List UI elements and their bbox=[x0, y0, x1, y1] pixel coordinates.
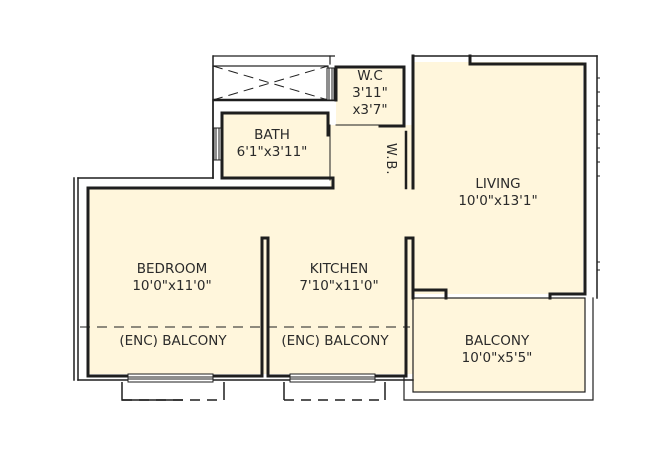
walls bbox=[73, 54, 598, 401]
balcony-dims: 10'0"x5'5" bbox=[461, 350, 533, 366]
kitchen-name: KITCHEN bbox=[309, 261, 369, 277]
windows bbox=[127, 67, 376, 383]
bedroom-name: BEDROOM bbox=[136, 261, 208, 277]
bedroom-enc-balcony-label: (ENC) BALCONY bbox=[119, 333, 227, 349]
bedroom-dims: 10'0"x11'0" bbox=[132, 278, 212, 294]
projections bbox=[80, 326, 410, 401]
wc-dims-2: x3'7" bbox=[352, 102, 388, 118]
room-label-bath: BATH 6'1"x3'11" bbox=[237, 127, 308, 161]
room-label-balcony: BALCONY 10'0"x5'5" bbox=[462, 333, 533, 367]
room-label-wc: W.C 3'11" x3'7" bbox=[352, 68, 388, 119]
right-edge-ticks bbox=[597, 77, 600, 271]
balcony-name: BALCONY bbox=[464, 333, 530, 349]
wc-name: W.C bbox=[357, 68, 383, 84]
living-dims: 10'0"x13'1" bbox=[458, 193, 538, 209]
kitchen-dims: 7'10"x11'0" bbox=[299, 278, 379, 294]
wash-basin-label: W.B. bbox=[383, 143, 398, 176]
duct-shaft bbox=[212, 55, 336, 102]
room-label-living: LIVING 10'0"x13'1" bbox=[458, 176, 537, 210]
room-label-kitchen: KITCHEN 7'10"x11'0" bbox=[299, 261, 378, 295]
room-label-bedroom: BEDROOM 10'0"x11'0" bbox=[132, 261, 211, 295]
wc-dims-1: 3'11" bbox=[352, 85, 388, 101]
kitchen-enc-balcony-label: (ENC) BALCONY bbox=[281, 333, 389, 349]
bath-dims: 6'1"x3'11" bbox=[236, 144, 308, 160]
living-name: LIVING bbox=[475, 176, 521, 192]
bath-name: BATH bbox=[254, 127, 290, 143]
floor-fills bbox=[88, 62, 585, 392]
